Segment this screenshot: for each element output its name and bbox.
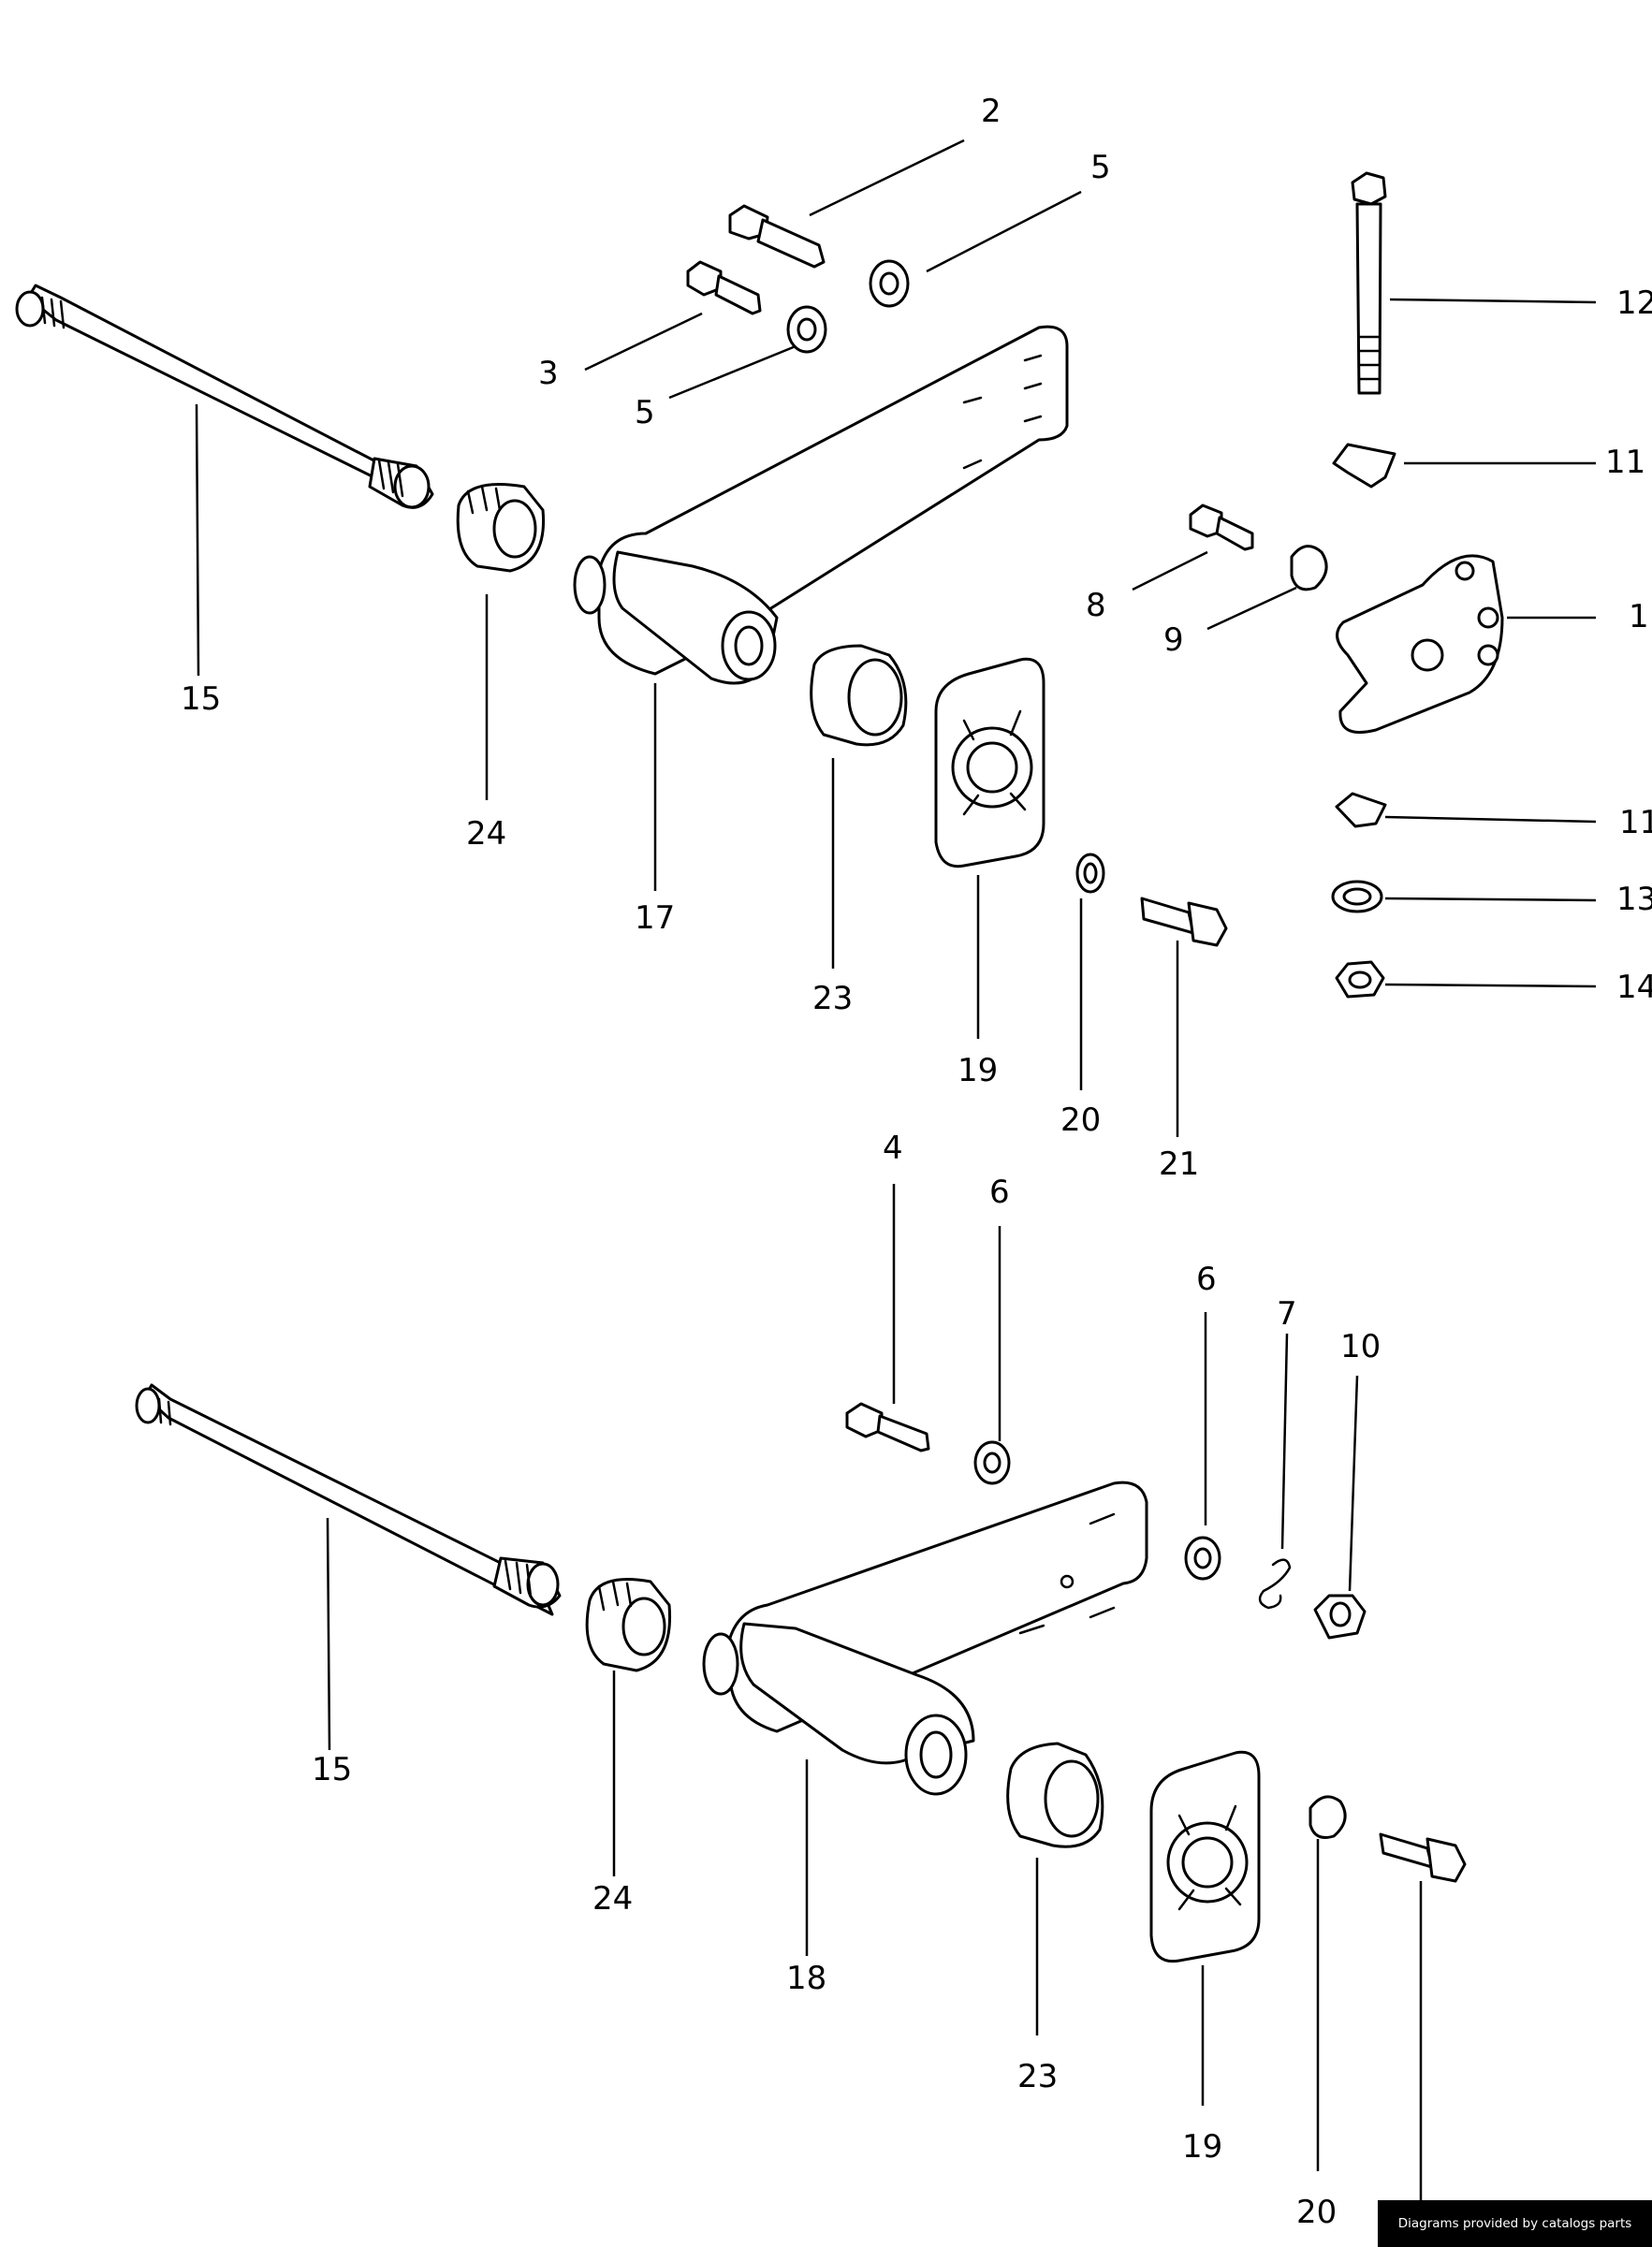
bolt-4 [845, 1402, 930, 1452]
spring-washer-13 [1331, 880, 1383, 913]
bolt-3 [686, 260, 762, 315]
shaft-15-bottom [135, 1383, 562, 1616]
callout-9: 9 [1163, 621, 1184, 659]
callout-15-top: 15 [181, 680, 221, 718]
long-bolt-12 [1351, 171, 1387, 395]
callout-4: 4 [883, 1130, 903, 1167]
hex-nut-14 [1335, 960, 1385, 999]
washer-6-left [973, 1440, 1011, 1485]
callout-5-upper: 5 [1090, 149, 1111, 186]
bolt-bottom-right [1379, 1832, 1467, 1883]
lever-arm-17 [573, 325, 1069, 685]
leader-lines-top [195, 139, 1597, 1137]
washer-5-upper [869, 259, 910, 308]
clip-7 [1258, 1558, 1292, 1610]
callout-19-bottom: 19 [1182, 2128, 1222, 2166]
callout-15-bottom: 15 [312, 1751, 352, 1788]
callouts-top: 2 5 3 5 12 11 8 9 1 11 13 14 15 24 17 23… [181, 93, 1652, 1183]
callouts-bottom: 4 6 6 7 10 15 24 18 23 19 20 [312, 1130, 1381, 2231]
callout-24-top: 24 [466, 815, 506, 853]
callout-6-right: 6 [1196, 1261, 1217, 1298]
callout-12: 12 [1616, 285, 1652, 322]
callout-8: 8 [1086, 587, 1106, 624]
callout-18: 18 [786, 1960, 826, 1997]
bolt-8 [1189, 503, 1254, 551]
callout-1: 1 [1629, 598, 1649, 635]
spring-washer-20-bottom [1308, 1795, 1347, 1839]
bolt-2 [728, 204, 826, 269]
washer-6-right [1184, 1536, 1221, 1581]
callout-19-top: 19 [958, 1052, 998, 1089]
callout-17: 17 [635, 899, 675, 937]
callout-10: 10 [1340, 1328, 1381, 1365]
lock-plate-11-upper [1332, 443, 1396, 489]
callout-23-top: 23 [812, 980, 853, 1017]
callout-20-bottom: 20 [1296, 2194, 1337, 2231]
collar-24-bottom [585, 1578, 672, 1672]
collar-24-top [456, 483, 546, 573]
credit-banner: Diagrams provided by catalogs parts [1378, 2200, 1652, 2247]
shaft-15-top [15, 284, 434, 509]
callout-23-bottom: 23 [1017, 2058, 1058, 2095]
callout-6-left: 6 [989, 1174, 1010, 1211]
callout-24-bottom: 24 [592, 1880, 633, 1918]
lock-plate-11-lower [1335, 792, 1387, 828]
callout-13: 13 [1616, 881, 1652, 918]
bolt-21 [1140, 897, 1228, 947]
callout-7: 7 [1277, 1295, 1297, 1333]
lever-arm-18 [702, 1481, 1148, 1796]
bushing-23-top [810, 644, 908, 747]
flange-plate-19-bottom [1149, 1750, 1261, 1963]
callout-5-lower: 5 [635, 394, 655, 431]
callout-3: 3 [538, 355, 559, 392]
callout-11-lower: 11 [1619, 804, 1652, 841]
callout-14: 14 [1616, 969, 1652, 1006]
flange-plate-19-top [934, 657, 1045, 868]
bracket-1 [1336, 554, 1504, 734]
callout-20-top: 20 [1060, 1102, 1101, 1139]
bushing-23-bottom [1006, 1742, 1104, 1848]
spring-washer-9 [1290, 545, 1328, 591]
callout-2: 2 [981, 93, 1001, 130]
callout-11-upper: 11 [1605, 444, 1645, 481]
callout-21: 21 [1159, 1145, 1199, 1183]
washer-5-lower [786, 305, 827, 354]
leader-lines-bottom [326, 1184, 1423, 2200]
hex-nut-10 [1313, 1594, 1367, 1640]
